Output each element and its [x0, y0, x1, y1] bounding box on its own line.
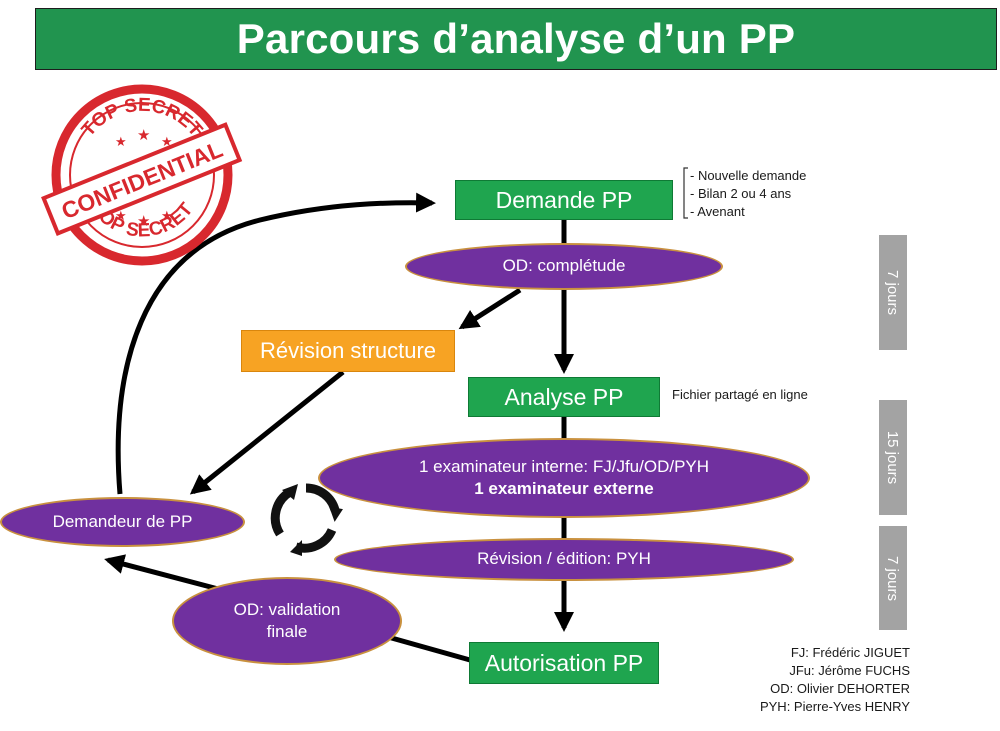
stamp-star-icon: ★ [115, 208, 127, 223]
node-demandeur-pp: Demandeur de PP [0, 497, 245, 547]
node-label: Révision / édition: PYH [477, 549, 651, 569]
stamp-inner-ring [69, 102, 215, 248]
abbreviation-legend: FJ: Frédéric JIGUET JFu: Jérôme FUCHS OD… [760, 644, 910, 716]
legend-line: FJ: Frédéric JIGUET [790, 645, 910, 660]
duration-bar: 15 jours [879, 400, 907, 515]
note-line: - Bilan 2 ou 4 ans [690, 186, 792, 201]
node-label: Autorisation PP [484, 649, 644, 676]
node-analyse-pp: Analyse PP [468, 377, 660, 417]
note-line: - Avenant [690, 204, 745, 219]
duration-label: 7 jours [884, 555, 902, 601]
stamp-outer-ring [51, 84, 233, 266]
refresh-cycle-icon [270, 483, 343, 556]
node-label: Demande PP [495, 186, 633, 213]
stamp-center-text: CONFIDENTIAL [58, 136, 226, 224]
node-od-validation: OD: validation finale [172, 577, 402, 665]
notes-bracket [683, 167, 688, 219]
stamp-star-icon: ★ [161, 208, 173, 223]
legend-line: OD: Olivier DEHORTER [770, 681, 910, 696]
duration-label: 7 jours [884, 269, 902, 316]
node-label-line1: OD: validation [233, 599, 341, 619]
node-autorisation-pp: Autorisation PP [469, 642, 659, 684]
node-revision-edition: Révision / édition: PYH [334, 538, 794, 581]
arrow-autorisation-to-validation [387, 634, 471, 663]
top-secret-confidential-stamp: TOP SECRET TOP SECRET ★ ★ ★ ★ ★ ★ CONFID… [41, 84, 243, 266]
legend-line: JFu: Jérôme FUCHS [789, 663, 910, 678]
arrow-demandeur-to-demande [115, 192, 436, 495]
stamp-star-icon: ★ [137, 213, 150, 230]
node-label: OD: complétude [502, 256, 626, 276]
node-revision-structure: Révision structure [241, 330, 455, 372]
node-label: Révision structure [259, 338, 437, 363]
node-label: Analyse PP [504, 383, 624, 410]
node-od-completude: OD: complétude [405, 243, 723, 290]
title-banner: Parcours d’analyse d’un PP [35, 8, 997, 70]
stamp-star-icon: ★ [137, 127, 150, 144]
node-label-externe: 1 examinateur externe [474, 479, 654, 498]
arrow-revision-structure-to-demandeur [189, 370, 345, 495]
node-label-interne: 1 examinateur interne: FJ/Jfu/OD/PYH [418, 456, 710, 476]
duration-bar: 7 jours [879, 526, 907, 630]
page-title: Parcours d’analyse d’un PP [236, 15, 796, 62]
demande-notes: - Nouvelle demande - Bilan 2 ou 4 ans - … [690, 167, 806, 221]
stamp-banner [41, 122, 243, 237]
duration-bar: 7 jours [879, 235, 907, 350]
analyse-note: Fichier partagé en ligne [672, 387, 808, 402]
node-label: Demandeur de PP [52, 511, 193, 531]
duration-label: 15 jours [884, 430, 902, 485]
node-demande-pp: Demande PP [455, 180, 673, 220]
arrow-completude-to-revision-structure [458, 287, 522, 330]
stamp-star-icon: ★ [115, 134, 127, 149]
node-examinateurs: 1 examinateur interne: FJ/Jfu/OD/PYH 1 e… [318, 438, 810, 518]
legend-line: PYH: Pierre-Yves HENRY [759, 699, 910, 714]
note-line: - Nouvelle demande [690, 168, 807, 183]
node-label-line2: finale [266, 622, 308, 641]
arrow-validation-to-demandeur [104, 554, 223, 593]
stamp-star-icon: ★ [161, 134, 173, 149]
